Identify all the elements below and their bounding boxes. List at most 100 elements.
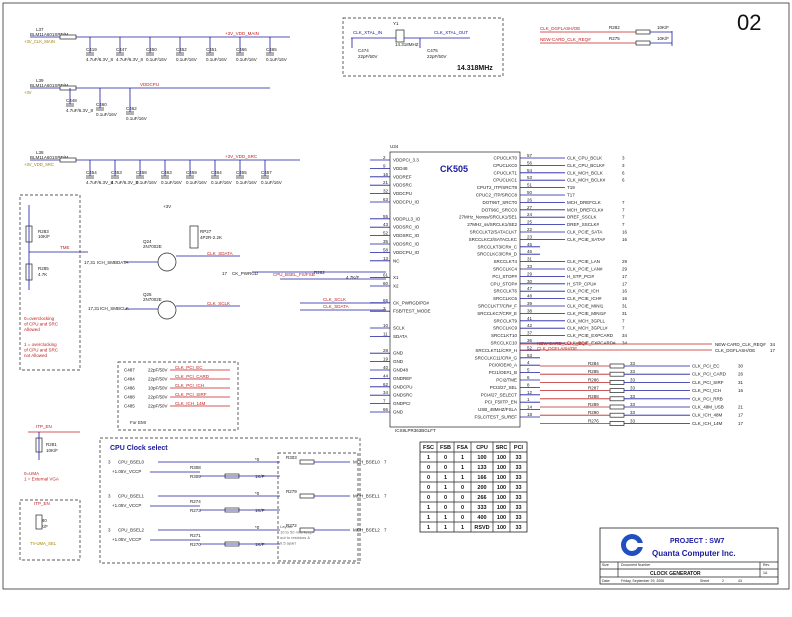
ic-pin-name: SRCCLKT6 bbox=[493, 289, 517, 294]
output-page: 6 bbox=[622, 170, 625, 175]
output-net: T17 bbox=[567, 193, 575, 198]
rev-label: Rev bbox=[763, 563, 769, 567]
inductor bbox=[59, 85, 77, 91]
ic-pin-number: 26 bbox=[527, 197, 533, 202]
newcard-net-left: NEW-CARD_CLK_REQ# bbox=[537, 341, 588, 346]
fs-table-cell: 33 bbox=[515, 515, 521, 521]
rev-value: 1A bbox=[763, 571, 768, 575]
fs-table-cell: 33 bbox=[515, 455, 521, 461]
ic-pin-number: 66 bbox=[383, 407, 389, 412]
size-label: Size bbox=[602, 563, 609, 567]
ic-pin-number: 39 bbox=[527, 301, 533, 306]
ic-pin-number: 11 bbox=[383, 331, 388, 336]
cap-ref: C465 bbox=[266, 47, 277, 52]
ic-pin-number: 9 bbox=[383, 163, 386, 168]
crystal-frequency-label: 14.318MHz bbox=[457, 65, 493, 72]
output-net: CLK_PCIE_EXPCARD bbox=[567, 333, 614, 338]
output-net: CLK_PCIE_LAN# bbox=[567, 267, 603, 272]
ic-pin-name: VDDSRC_IO bbox=[393, 225, 420, 230]
output-net: MCH_DREFCLK# bbox=[567, 207, 604, 212]
fs-table-cell: 1 bbox=[461, 525, 464, 531]
output-page: 17 bbox=[622, 274, 628, 279]
smbus-level-shift: +3V RP27 4P2R-2.2K Q24 2N7002E Q25 2N700… bbox=[25, 204, 386, 320]
ic-pin-name: VDDSRC bbox=[393, 183, 413, 188]
cap-val: 0.1uF/16V bbox=[136, 180, 157, 185]
pci-res-ref: R287 bbox=[588, 386, 599, 391]
pci-res-ref: R290 bbox=[588, 410, 599, 415]
newcard-net-left2: CLK_DGFLASH/OE bbox=[537, 346, 577, 351]
fs-table-cell: 266 bbox=[477, 495, 486, 501]
pci-res-page: 16 bbox=[738, 388, 744, 393]
ic-pin-number: 47 bbox=[527, 286, 533, 291]
logo-inner bbox=[626, 539, 638, 551]
fs-table-cell: 33 bbox=[515, 475, 521, 481]
ic-pin-number: 8 bbox=[527, 382, 530, 387]
pci-res-net: CLK_PCI_RRB bbox=[692, 396, 723, 401]
ic-right-pins: 57CPUCLKT056CPUCLKC054CPUCLKT153CPUCLKC1… bbox=[459, 153, 540, 420]
cap-ref: C451 bbox=[206, 47, 217, 52]
fs-table-cell: 33 bbox=[515, 485, 521, 491]
output-net: DREF_SSCLK# bbox=[567, 222, 600, 227]
pci-res-page: 21 bbox=[738, 405, 744, 410]
resistor bbox=[609, 421, 625, 426]
top-res-val: 10K/F bbox=[657, 25, 669, 30]
cpu-bsel-page: 3 bbox=[108, 528, 111, 533]
emi-cap-ref: C485 bbox=[124, 404, 135, 409]
logo-notch bbox=[633, 543, 645, 547]
fs-table-cell: 1 bbox=[427, 515, 430, 521]
pci-res-page: 30 bbox=[738, 364, 744, 369]
ic-pin-number: 21 bbox=[383, 180, 389, 185]
ic-pin-name: GNDCPU bbox=[393, 384, 413, 389]
ic-pin-number: 52 bbox=[527, 345, 533, 350]
ic-pin-name: CPUCLKC1 bbox=[493, 178, 518, 183]
pci-res-val: 33 bbox=[630, 394, 636, 399]
pci-res-page: 31 bbox=[738, 380, 744, 385]
top-res-net: CLK_DGFLASH/OE bbox=[540, 26, 580, 31]
cap-val: 4.7uF/6.3V_8 bbox=[86, 180, 114, 185]
cpu-r2-ref: R270 bbox=[190, 542, 201, 547]
emi-cap-ref: C488 bbox=[124, 395, 135, 400]
page-border bbox=[2, 2, 790, 590]
cpu-out-page: 7 bbox=[384, 494, 387, 499]
pci-res-ref: R276 bbox=[588, 418, 599, 423]
cap-ref: C448 bbox=[66, 98, 77, 103]
output-net: CLK_PCIE_ICH# bbox=[567, 296, 602, 301]
pg-test: CPU_BSEL_FS/FSB bbox=[273, 272, 315, 277]
pci-res-ref: R289 bbox=[588, 402, 599, 407]
cpu-r2-ref: R273 bbox=[190, 508, 201, 513]
ic-pin-name: SRCCLKT7/CR#_F bbox=[478, 304, 517, 309]
resistor bbox=[609, 396, 625, 402]
ic-pin-number: 51 bbox=[527, 183, 533, 188]
fs-table-cell: 1 bbox=[444, 525, 447, 531]
pg-q24: Q24 bbox=[143, 239, 152, 244]
sheet-label: Sheet bbox=[700, 579, 709, 583]
output-page: 7 bbox=[622, 200, 625, 205]
pci-res-page: 26 bbox=[738, 372, 744, 377]
ic-pin-name: VDDPLL3_IO bbox=[393, 216, 421, 221]
ic-pin-number: 36 bbox=[527, 338, 533, 343]
cap-ref: C462 bbox=[126, 106, 137, 111]
output-net: CLK_MCH_3GPLL bbox=[567, 318, 606, 323]
fs-table-cell: 100 bbox=[497, 465, 506, 471]
pg-smb-clk: CLK_SCLK bbox=[323, 297, 346, 302]
pg-in2: ICH_SMBCLK bbox=[100, 306, 129, 311]
cpu-r1-val: *0 bbox=[255, 491, 260, 496]
pci-res-val: 33 bbox=[630, 361, 636, 366]
quanta-logo bbox=[621, 534, 645, 556]
ic-pin-name: FSB/TEST_MODE bbox=[393, 309, 431, 314]
output-page: 7 bbox=[622, 318, 625, 323]
crystal-box bbox=[342, 17, 504, 77]
pci-res-val: 33 bbox=[630, 369, 636, 374]
output-page: 16 bbox=[622, 237, 628, 242]
fs-table-header: CPU bbox=[476, 445, 488, 451]
output-page: 7 bbox=[622, 207, 625, 212]
ic-pin-number: 30 bbox=[527, 279, 533, 284]
pci-res-page: 17 bbox=[738, 421, 744, 426]
fs-table-cell: 33 bbox=[515, 505, 521, 511]
doc-number-label: Document Number bbox=[621, 563, 651, 567]
ic-pin-number: 2 bbox=[383, 155, 386, 160]
output-net: CLK_MCH_3GPLL# bbox=[567, 326, 608, 331]
cap-ref: C453 bbox=[111, 170, 122, 175]
fs-table-cell: 1 bbox=[461, 475, 464, 481]
